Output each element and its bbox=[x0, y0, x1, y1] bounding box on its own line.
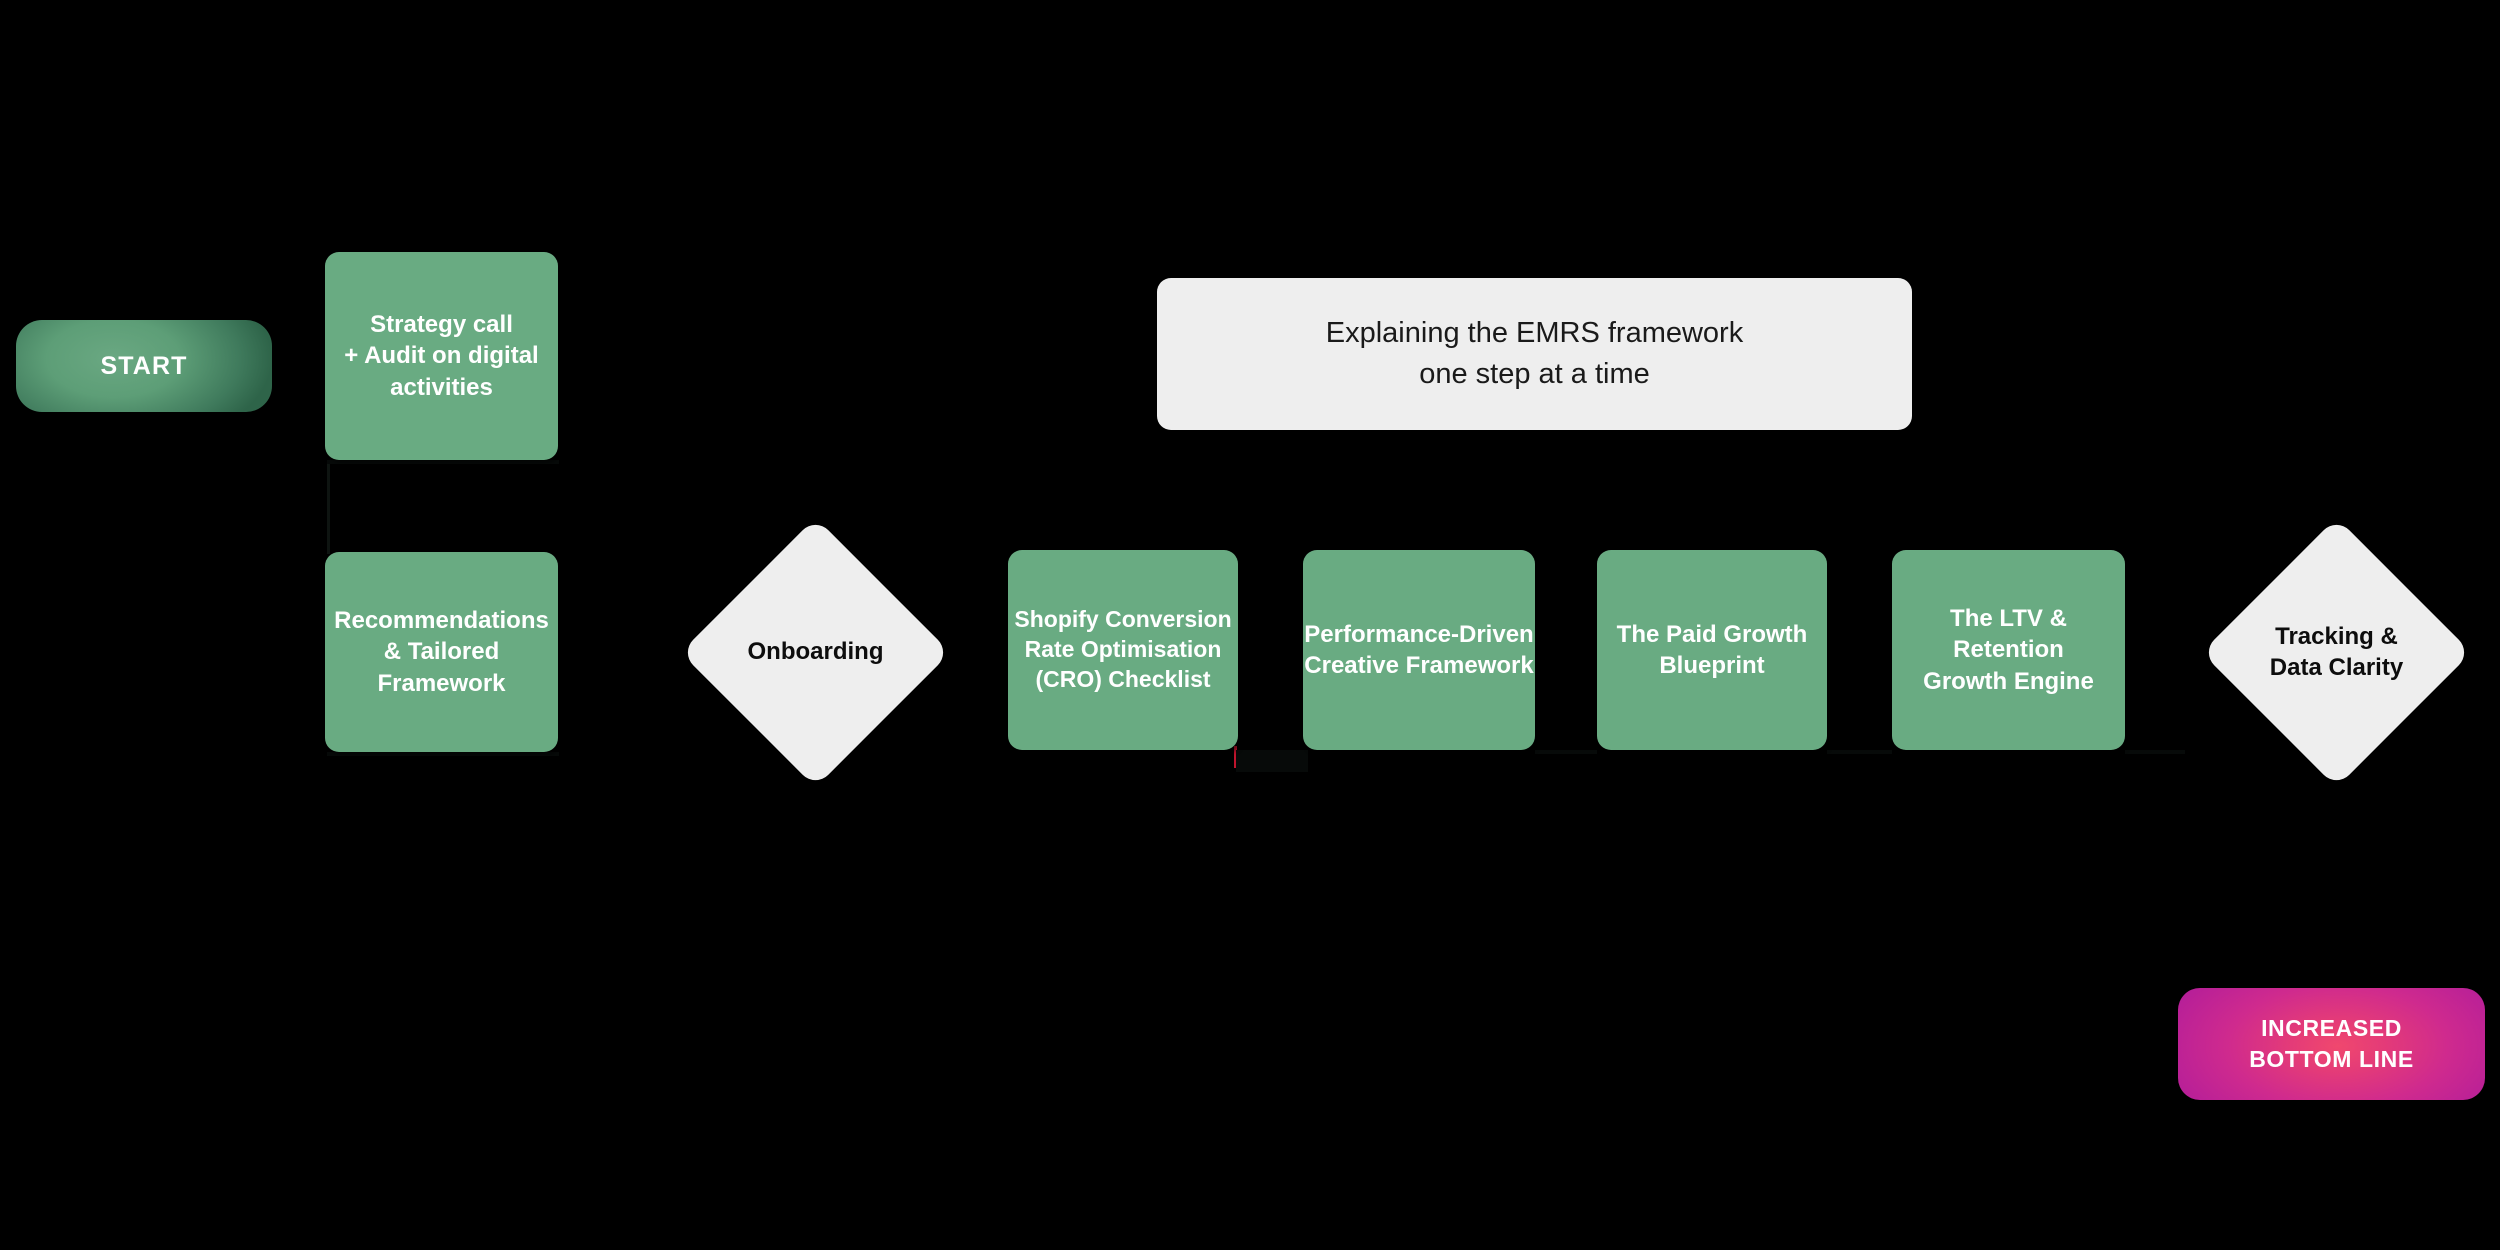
connector-paid-underline bbox=[1827, 750, 1892, 754]
connector-strategy-underline bbox=[327, 460, 559, 464]
onboarding-label: Onboarding bbox=[747, 638, 884, 666]
connector-cro-underline bbox=[1236, 750, 1308, 772]
cro-checklist-label: Shopify Conversion Rate Optimisation (CR… bbox=[1014, 606, 1232, 692]
connector-creative-underline bbox=[1535, 750, 1597, 754]
paid-growth-label: The Paid Growth Blueprint bbox=[1616, 620, 1808, 679]
start-node[interactable]: START bbox=[16, 320, 272, 412]
connector-ltv-underline bbox=[2125, 750, 2185, 754]
tracking-clarity-node[interactable]: Tracking & Data Clarity bbox=[2201, 517, 2472, 788]
connector-recommendations-underline bbox=[327, 752, 559, 756]
recommendations-label: Recommendations & Tailored Framework bbox=[334, 607, 549, 697]
connector-strategy-to-recommendations bbox=[327, 460, 330, 554]
strategy-call-node[interactable]: Strategy call + Audit on digital activit… bbox=[325, 252, 558, 460]
strategy-call-label: Strategy call + Audit on digital activit… bbox=[344, 311, 539, 401]
recommendations-node[interactable]: Recommendations & Tailored Framework bbox=[325, 552, 558, 752]
cro-checklist-node[interactable]: Shopify Conversion Rate Optimisation (CR… bbox=[1008, 550, 1238, 750]
increased-bottom-line-node[interactable]: INCREASED BOTTOM LINE bbox=[2178, 988, 2485, 1100]
creative-framework-node[interactable]: Performance-Driven Creative Framework bbox=[1303, 550, 1535, 750]
start-node-label: START bbox=[100, 351, 188, 380]
emrs-note-node[interactable]: Explaining the EMRS framework one step a… bbox=[1157, 278, 1912, 430]
onboarding-node[interactable]: Onboarding bbox=[680, 517, 951, 788]
ltv-retention-label: The LTV & Retention Growth Engine bbox=[1923, 605, 2094, 695]
paid-growth-node[interactable]: The Paid Growth Blueprint bbox=[1597, 550, 1827, 750]
emrs-note-label: Explaining the EMRS framework one step a… bbox=[1325, 316, 1744, 390]
ltv-retention-node[interactable]: The LTV & Retention Growth Engine bbox=[1892, 550, 2125, 750]
connector-cro-downstream bbox=[1234, 746, 1237, 768]
increased-bottom-line-label: INCREASED BOTTOM LINE bbox=[2249, 1015, 2414, 1072]
creative-framework-label: Performance-Driven Creative Framework bbox=[1304, 620, 1534, 679]
tracking-clarity-label: Tracking & Data Clarity bbox=[2269, 622, 2404, 681]
